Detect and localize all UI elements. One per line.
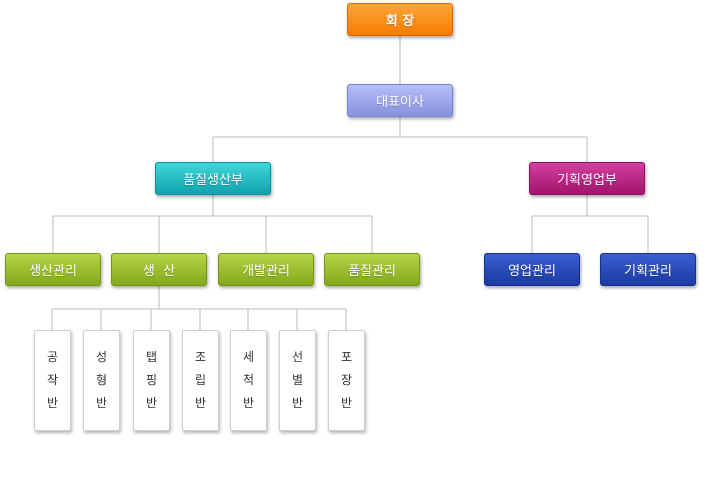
team-production: 생 산 [111,253,207,286]
team-quality-management: 품질관리 [324,253,420,286]
unit-box: 성형반 [83,330,120,431]
unit-label: 조립반 [194,350,207,410]
president-node: 대표이사 [347,84,453,117]
unit-box: 세척반 [230,330,267,431]
unit-label: 선별반 [291,350,304,410]
ceo-label: 회 장 [385,14,415,29]
team-label: 기획관리 [624,264,672,279]
unit-label: 공작반 [46,350,59,410]
unit-box: 공작반 [34,330,71,431]
unit-label: 탭핑반 [145,350,158,410]
team-sales-management: 영업관리 [484,253,580,286]
team-production-management: 생산관리 [5,253,101,286]
team-label: 영업관리 [508,264,556,279]
department-label: 기획영업부 [557,173,617,188]
unit-label: 포장반 [340,350,353,410]
unit-label: 성형반 [95,350,108,410]
president-label: 대표이사 [376,95,424,110]
team-development: 개발관리 [218,253,314,286]
department-label: 품질생산부 [183,173,243,188]
team-label: 생산관리 [29,264,77,279]
department-planning-sales: 기획영업부 [529,162,645,195]
department-quality-production: 품질생산부 [155,162,271,195]
unit-box: 포장반 [328,330,365,431]
unit-label: 세척반 [242,350,255,410]
unit-box: 탭핑반 [133,330,170,431]
ceo-node: 회 장 [347,3,453,36]
team-label: 품질관리 [348,264,396,279]
team-label: 개발관리 [242,264,290,279]
team-planning-management: 기획관리 [600,253,696,286]
team-label: 생 산 [142,264,176,279]
unit-box: 조립반 [182,330,219,431]
unit-box: 선별반 [279,330,316,431]
